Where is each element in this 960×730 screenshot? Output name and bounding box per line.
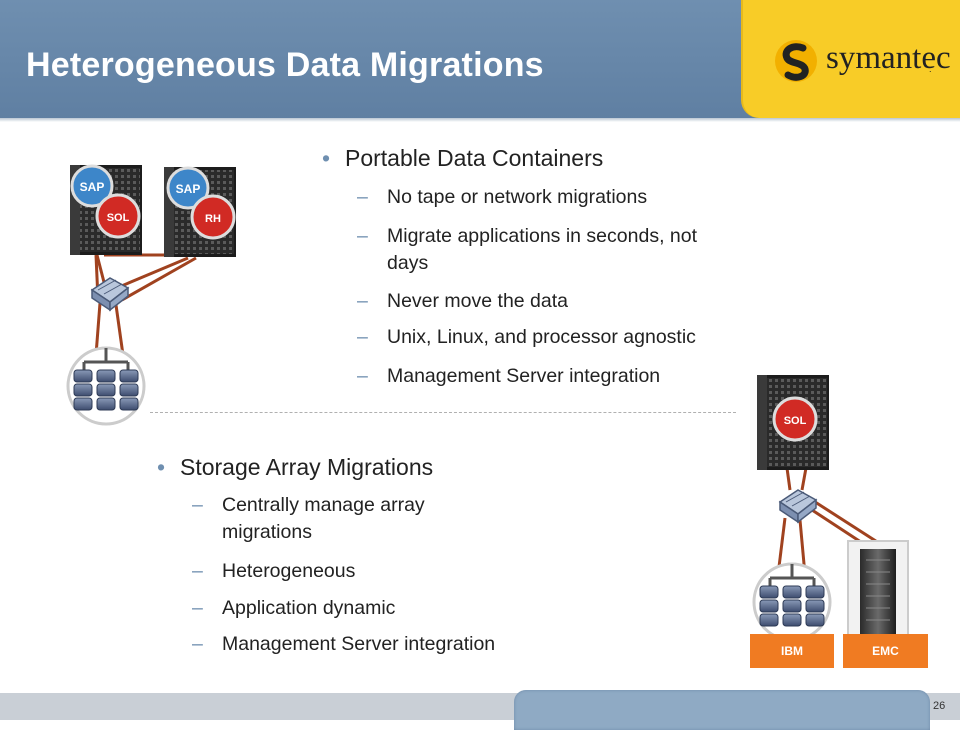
footer-tab: [514, 690, 930, 730]
sub-item: – Never move the data: [357, 288, 569, 314]
sub-dash: –: [192, 560, 203, 582]
sub-dash: –: [357, 365, 368, 387]
sub-dash: –: [357, 290, 368, 312]
bullet-heading: Portable Data Containers: [345, 145, 604, 171]
sub-dash: –: [192, 597, 203, 619]
sub-item-text: Never move the data: [387, 290, 569, 312]
sub-item-text: Migrate applications in seconds, not: [387, 225, 698, 247]
bullet-heading: Storage Array Migrations: [180, 454, 434, 480]
sub-item-continuation: days: [387, 250, 428, 276]
sub-item-text: days: [387, 252, 429, 274]
page-number: 26: [933, 700, 946, 712]
server1-os-label: SOL: [107, 212, 130, 224]
sub-item-text: Management Server integration: [387, 365, 661, 387]
sub-item-text: migrations: [222, 521, 312, 543]
server2-app-label: SAP: [176, 182, 201, 196]
sub-item-text: Heterogeneous: [222, 560, 356, 582]
server-sap-rh: SAP RH: [164, 166, 236, 257]
sub-dash: –: [357, 186, 368, 208]
sub-item-text: Unix, Linux, and processor agnostic: [387, 326, 696, 348]
sub-dash: –: [192, 633, 203, 655]
sub-item: – Unix, Linux, and processor agnostic: [357, 324, 696, 350]
bullet-portable-data-containers: • Portable Data Containers: [322, 145, 604, 172]
sub-item-text: Management Server integration: [222, 633, 496, 655]
server-sol: SOL: [757, 375, 829, 470]
bullet-dot: •: [157, 454, 166, 480]
ibm-label: IBM: [750, 634, 834, 668]
sub-dash: –: [357, 326, 368, 348]
sub-item-continuation: migrations: [222, 519, 312, 545]
symantec-logo-icon: [775, 40, 817, 82]
bullet-dot: •: [322, 145, 331, 171]
sub-item: – Management Server integration: [192, 631, 496, 657]
sub-dash: –: [192, 494, 203, 516]
sub-item: – Migrate applications in seconds, not: [357, 223, 698, 249]
sub-item: – Application dynamic: [192, 595, 396, 621]
server1-app-label: SAP: [80, 180, 105, 194]
server3-os-label: SOL: [784, 415, 807, 427]
storage-array-icon: [66, 346, 146, 426]
sub-item: – Heterogeneous: [192, 558, 356, 584]
emc-label: EMC: [843, 634, 928, 668]
emc-storage-cabinet-icon: [847, 540, 909, 640]
server2-os-label: RH: [205, 213, 221, 225]
network-switch-icon: [778, 489, 818, 524]
sub-item: – Centrally manage array: [192, 492, 425, 518]
sub-item-text: No tape or network migrations: [387, 186, 648, 208]
section-divider: [150, 412, 736, 413]
ibm-storage-icon: [752, 562, 832, 642]
slide-title: Heterogeneous Data Migrations: [26, 46, 544, 84]
sub-item: – No tape or network migrations: [357, 184, 648, 210]
network-switch-icon: [90, 277, 130, 312]
header-shadow: [0, 118, 960, 122]
sub-dash: –: [357, 225, 368, 247]
logo-trademark: .: [929, 64, 932, 74]
logo-wordmark: symantec: [826, 40, 951, 76]
sub-item: – Management Server integration: [357, 363, 661, 389]
sub-item-text: Centrally manage array: [222, 494, 425, 516]
bullet-storage-array-migrations: • Storage Array Migrations: [157, 454, 434, 481]
server-sap-sol: SAP SOL: [70, 164, 142, 255]
sub-item-text: Application dynamic: [222, 597, 396, 619]
